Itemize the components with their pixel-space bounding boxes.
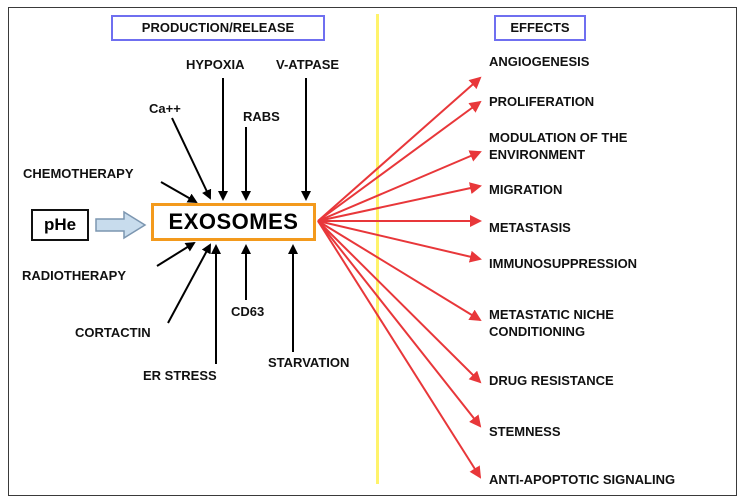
effect-immunosuppression: IMMUNOSUPPRESSION <box>489 256 638 271</box>
arrow-angiogenesis <box>317 76 482 222</box>
arrow-metastatic-niche <box>317 220 482 322</box>
effect-proliferation: PROLIFERATION <box>489 94 595 109</box>
arrow-migration <box>317 182 482 222</box>
section-divider <box>376 14 379 484</box>
effect-migration: MIGRATION <box>489 182 563 197</box>
factor-hypoxia: HYPOXIA <box>186 57 245 72</box>
arrow-immunosuppression <box>317 220 482 263</box>
effects-header: EFFECTS <box>494 15 586 41</box>
factor-rabs: RABS <box>243 109 280 124</box>
arrow-radiotherapy <box>156 241 196 267</box>
arrow-modulation <box>317 150 482 222</box>
effect-modulation-line1: MODULATION OF THE <box>489 130 628 145</box>
effect-angiogenesis: ANGIOGENESIS <box>489 54 590 69</box>
effect-modulation-line2: ENVIRONMENT <box>489 147 586 162</box>
arrow-chemotherapy <box>160 181 198 203</box>
factor-radiotherapy: RADIOTHERAPY <box>22 268 127 283</box>
factor-chemotherapy: CHEMOTHERAPY <box>23 166 134 181</box>
production-release-header: PRODUCTION/RELEASE <box>111 15 325 41</box>
factor-cd63: CD63 <box>231 304 265 319</box>
arrow-cortactin <box>167 243 211 324</box>
effect-anti-apoptotic-signaling: ANTI-APOPTOTIC SIGNALING <box>489 472 676 487</box>
exosomes-node: EXOSOMES <box>151 203 316 241</box>
arrow-ca <box>171 117 212 200</box>
phe-node: pHe <box>31 209 89 241</box>
factor-er-stress: ER STRESS <box>143 368 217 383</box>
factor-cortactin: CORTACTIN <box>75 325 151 340</box>
arrow-anti-apoptotic <box>317 220 482 479</box>
effect-metastasis: METASTASIS <box>489 220 571 235</box>
arrow-drug-resistance <box>317 220 482 384</box>
phe-input-arrow <box>95 210 147 240</box>
effect-stemness: STEMNESS <box>489 424 561 439</box>
factor-v-atpase: V-ATPASE <box>276 57 340 72</box>
effect-drug-resistance: DRUG RESISTANCE <box>489 373 614 388</box>
factor-ca: Ca++ <box>149 101 181 116</box>
arrow-stemness <box>317 220 482 428</box>
arrow-proliferation <box>317 100 482 222</box>
effect-metastatic-niche-line1: METASTATIC NICHE <box>489 307 614 322</box>
diagram-frame <box>8 7 737 496</box>
factor-starvation: STARVATION <box>268 355 350 370</box>
effect-metastatic-niche-line2: CONDITIONING <box>489 324 586 339</box>
